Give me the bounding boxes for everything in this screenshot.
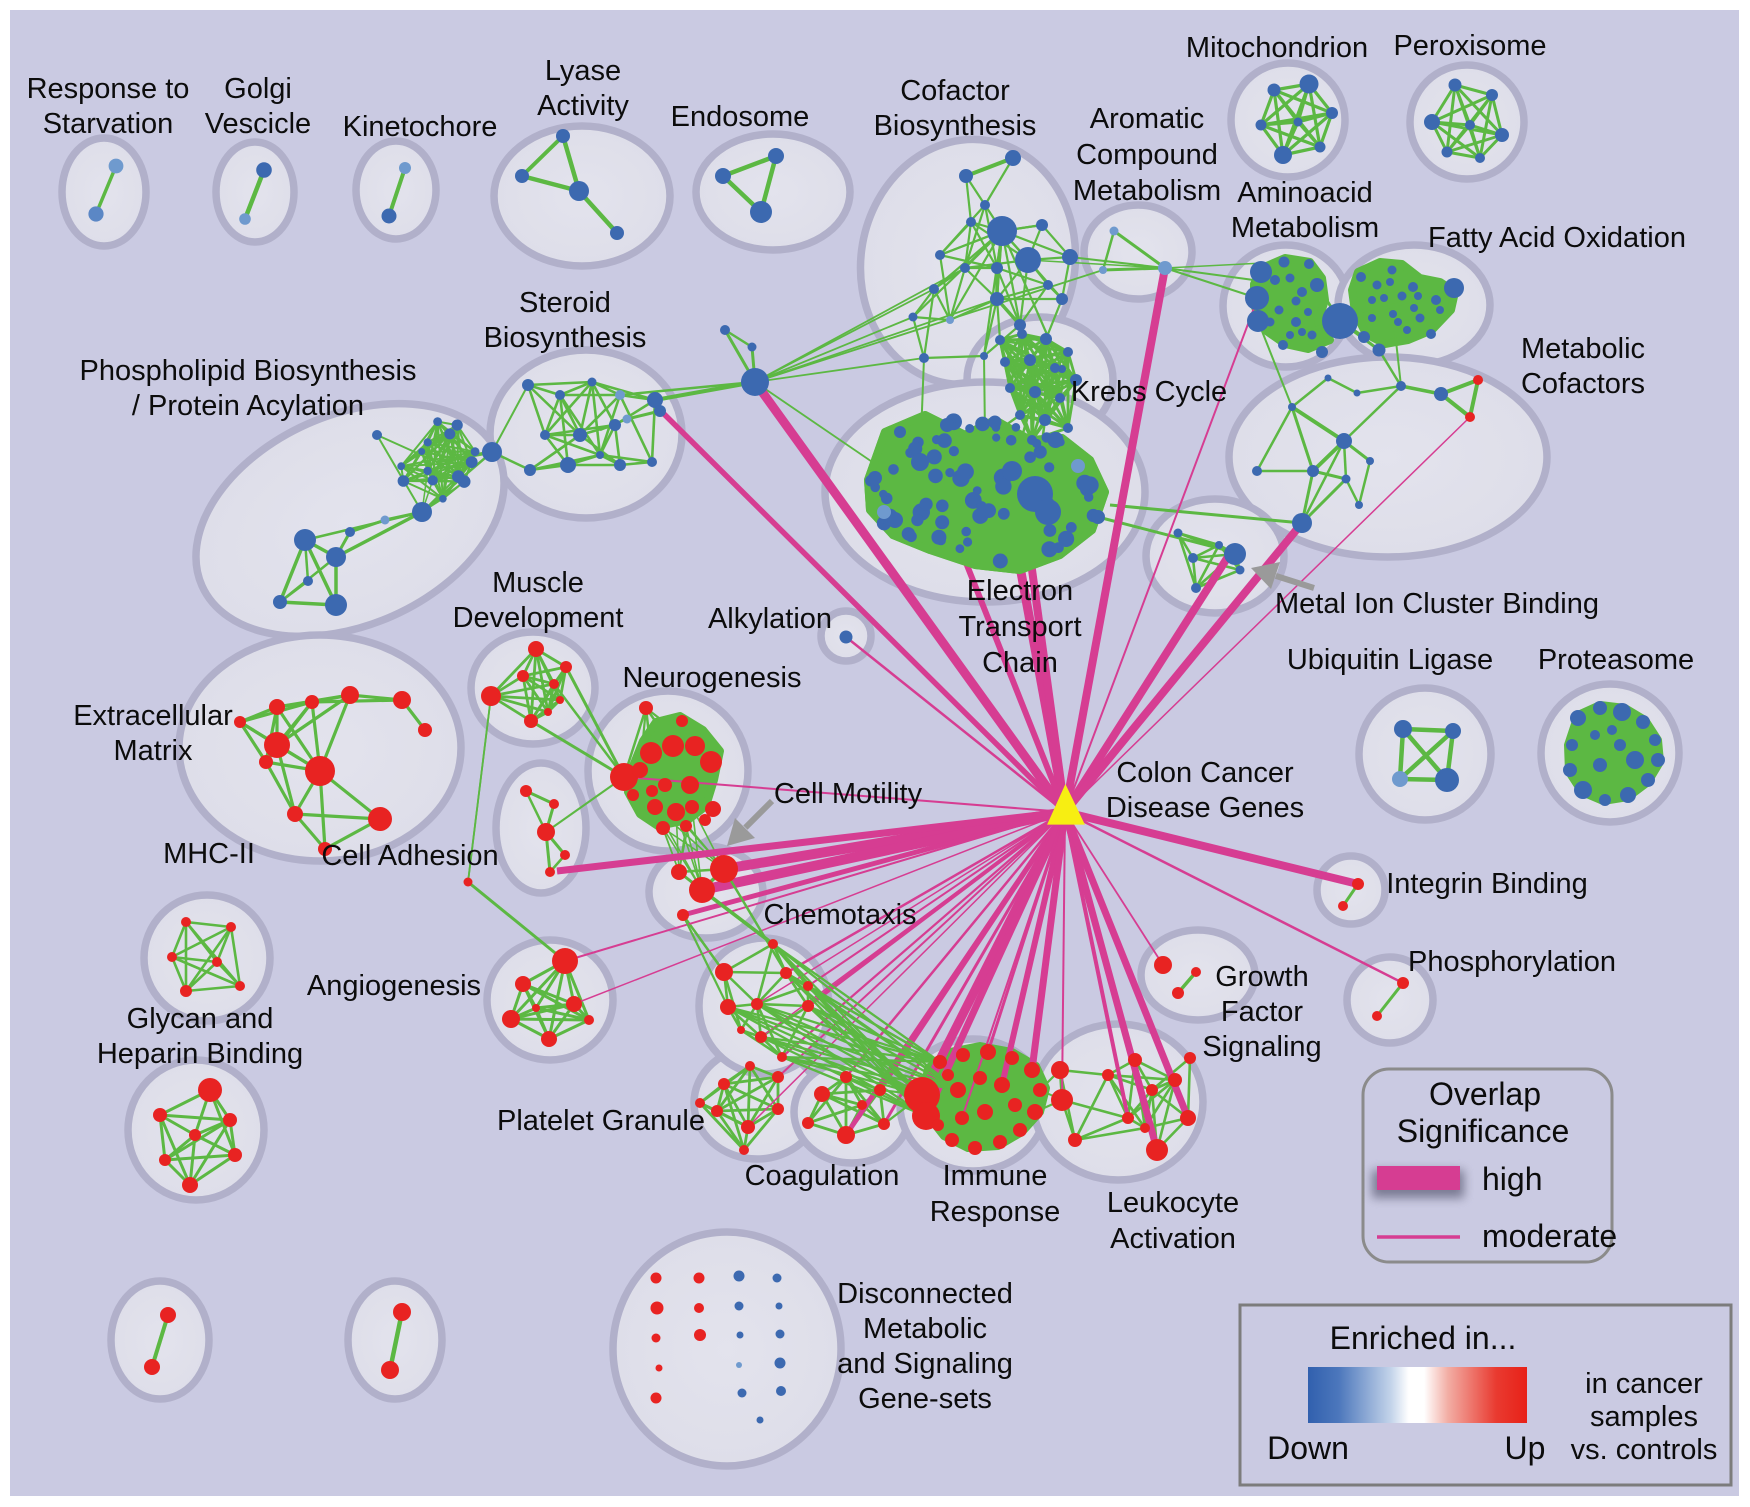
svg-text:Overlap: Overlap (1429, 1076, 1541, 1112)
svg-text:Signaling: Signaling (1202, 1031, 1321, 1063)
svg-text:Extracellular: Extracellular (73, 700, 233, 732)
svg-text:Electron: Electron (967, 575, 1073, 607)
svg-text:Gene-sets: Gene-sets (858, 1383, 992, 1415)
svg-text:Aminoacid: Aminoacid (1237, 177, 1372, 209)
svg-text:Metal Ion Cluster Binding: Metal Ion Cluster Binding (1275, 588, 1599, 620)
svg-text:Endosome: Endosome (671, 101, 810, 133)
svg-text:Compound: Compound (1076, 139, 1218, 171)
svg-text:Angiogenesis: Angiogenesis (307, 970, 481, 1002)
svg-text:Cofactors: Cofactors (1521, 368, 1645, 400)
svg-text:Metabolic: Metabolic (1521, 333, 1645, 365)
svg-text:Integrin Binding: Integrin Binding (1386, 868, 1588, 900)
svg-text:Activation: Activation (1110, 1223, 1236, 1255)
svg-text:Golgi: Golgi (224, 73, 292, 105)
svg-text:Metabolism: Metabolism (1231, 212, 1379, 244)
svg-text:Krebs Cycle: Krebs Cycle (1071, 376, 1227, 408)
svg-text:Phospholipid Biosynthesis: Phospholipid Biosynthesis (80, 355, 417, 387)
svg-text:Metabolism: Metabolism (1073, 175, 1221, 207)
svg-text:Ubiquitin Ligase: Ubiquitin Ligase (1287, 644, 1493, 676)
svg-text:Coagulation: Coagulation (745, 1160, 900, 1192)
svg-text:Vescicle: Vescicle (205, 108, 311, 140)
svg-text:Chain: Chain (982, 647, 1058, 679)
svg-text:Cofactor: Cofactor (900, 75, 1010, 107)
svg-text:Down: Down (1267, 1430, 1349, 1466)
svg-text:Biosynthesis: Biosynthesis (484, 322, 647, 354)
svg-text:Neurogenesis: Neurogenesis (623, 662, 802, 694)
svg-text:Matrix: Matrix (114, 735, 193, 767)
svg-text:Cell Motility: Cell Motility (774, 778, 923, 810)
svg-text:Peroxisome: Peroxisome (1393, 30, 1546, 62)
svg-text:in cancer: in cancer (1585, 1368, 1703, 1400)
svg-text:Development: Development (453, 602, 624, 634)
svg-text:Biosynthesis: Biosynthesis (874, 110, 1037, 142)
svg-text:moderate: moderate (1482, 1218, 1617, 1254)
svg-text:Kinetochore: Kinetochore (343, 111, 498, 143)
svg-text:Leukocyte: Leukocyte (1107, 1187, 1239, 1219)
svg-text:Mitochondrion: Mitochondrion (1186, 32, 1368, 64)
svg-text:Chemotaxis: Chemotaxis (763, 899, 916, 931)
svg-text:Immune: Immune (943, 1160, 1048, 1192)
svg-text:Growth: Growth (1215, 961, 1308, 993)
svg-text:vs. controls: vs. controls (1571, 1434, 1718, 1466)
svg-text:Aromatic: Aromatic (1090, 103, 1204, 135)
svg-text:Metabolic: Metabolic (863, 1313, 987, 1345)
svg-text:Fatty Acid Oxidation: Fatty Acid Oxidation (1428, 222, 1686, 254)
svg-text:Proteasome: Proteasome (1538, 644, 1694, 676)
svg-text:Enriched in...: Enriched in... (1330, 1320, 1517, 1356)
svg-text:Significance: Significance (1397, 1113, 1570, 1149)
svg-text:MHC-II: MHC-II (163, 838, 255, 870)
svg-text:/ Protein Acylation: / Protein Acylation (132, 390, 364, 422)
svg-text:Starvation: Starvation (43, 108, 174, 140)
svg-text:Activity: Activity (537, 90, 629, 122)
svg-text:Heparin Binding: Heparin Binding (97, 1038, 303, 1070)
svg-text:Up: Up (1505, 1430, 1546, 1466)
svg-text:Alkylation: Alkylation (708, 603, 832, 635)
svg-text:Response: Response (930, 1196, 1061, 1228)
svg-text:Disconnected: Disconnected (837, 1278, 1013, 1310)
svg-text:Cell Adhesion: Cell Adhesion (321, 840, 498, 872)
svg-text:Glycan and: Glycan and (127, 1003, 274, 1035)
svg-text:Steroid: Steroid (519, 287, 611, 319)
svg-text:high: high (1482, 1161, 1543, 1197)
svg-text:Response to: Response to (27, 73, 190, 105)
svg-text:Lyase: Lyase (545, 55, 621, 87)
svg-text:Platelet Granule: Platelet Granule (497, 1105, 705, 1137)
svg-text:Disease Genes: Disease Genes (1106, 792, 1304, 824)
svg-text:samples: samples (1590, 1401, 1698, 1433)
svg-text:Transport: Transport (958, 611, 1081, 643)
svg-text:Phosphorylation: Phosphorylation (1408, 946, 1616, 978)
svg-text:Factor: Factor (1221, 996, 1304, 1028)
svg-text:Muscle: Muscle (492, 567, 584, 599)
svg-text:Colon Cancer: Colon Cancer (1116, 757, 1294, 789)
svg-text:and Signaling: and Signaling (837, 1348, 1013, 1380)
